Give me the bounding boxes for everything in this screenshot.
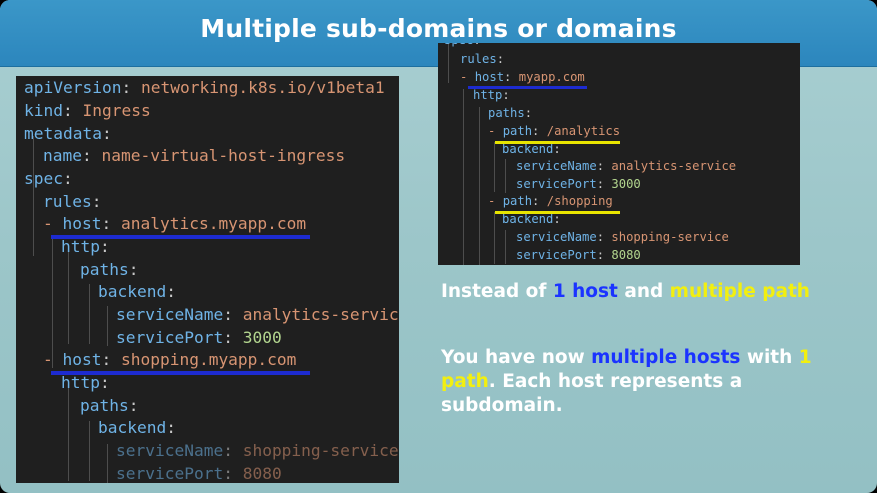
code-line: - host: shopping.myapp.com: [43, 350, 297, 369]
code-line: http:: [61, 373, 110, 392]
code-line: backend:: [98, 418, 176, 437]
code-line: serviceName: shopping-service: [116, 441, 399, 460]
code-line: spec:: [24, 169, 73, 188]
indent-guide: [89, 284, 90, 344]
code-line: apiVersion: networking.k8s.io/v1beta1: [24, 78, 385, 97]
host-underline-shopping: [51, 371, 310, 375]
code-line: backend:: [502, 212, 561, 226]
code-line: paths:: [80, 396, 139, 415]
path-underline-analytics: [495, 141, 620, 144]
indent-guide: [448, 43, 449, 83]
code-line: kind: Ingress: [24, 101, 151, 120]
code-line: rules:: [43, 192, 102, 211]
indent-guide: [479, 107, 480, 265]
indent-guide: [463, 89, 464, 265]
code-line: servicePort: 3000: [116, 328, 282, 347]
code-line: serviceName: analytics-service: [516, 159, 737, 173]
code-line: servicePort: 3000: [516, 177, 641, 191]
left-code-block: apiVersion: networking.k8s.io/v1beta1 ki…: [16, 76, 399, 483]
slide-title: Multiple sub-domains or domains: [200, 14, 677, 43]
code-line: backend:: [502, 142, 561, 156]
code-line: http:: [473, 88, 510, 102]
code-line: rules:: [460, 52, 505, 66]
indent-guide: [107, 306, 108, 346]
code-line: metadata:: [24, 124, 112, 143]
indent-guide: [68, 381, 69, 481]
indent-guide: [494, 142, 495, 192]
code-line: name: name-virtual-host-ingress: [43, 146, 346, 165]
code-line: backend:: [98, 282, 176, 301]
code-line: - host: analytics.myapp.com: [43, 214, 307, 233]
indent-guide: [107, 444, 108, 483]
code-line: spec:: [444, 43, 481, 49]
code-line: serviceName: analytics-service: [116, 305, 399, 324]
code-line: paths:: [80, 260, 139, 279]
code-line: - host: myapp.com: [460, 70, 585, 84]
code-line: serviceName: shopping-service: [516, 230, 729, 244]
host-underline-myapp: [468, 86, 587, 89]
instead-of-text: Instead of 1 host and multiple path: [441, 281, 810, 302]
code-line: paths:: [488, 106, 533, 120]
indent-guide: [89, 421, 90, 481]
host-underline-analytics: [51, 235, 310, 239]
indent-guide: [33, 136, 34, 256]
path-underline-shopping: [495, 211, 620, 214]
code-line: - path: /shopping: [488, 194, 613, 208]
code-line: servicePort: 8080: [516, 248, 641, 262]
indent-guide: [52, 236, 53, 368]
code-line: servicePort: 8080: [116, 464, 282, 483]
indent-guide: [68, 244, 69, 344]
indent-guide: [505, 230, 506, 264]
code-line: http:: [61, 237, 110, 256]
code-line: - path: /analytics: [488, 124, 621, 138]
right-code-block: spec: rules: - host: myapp.com http: pat…: [438, 43, 800, 265]
now-multiple-hosts-text: You have now multiple hosts with 1 path.…: [441, 347, 812, 416]
indent-guide: [494, 212, 495, 264]
indent-guide: [505, 159, 506, 193]
